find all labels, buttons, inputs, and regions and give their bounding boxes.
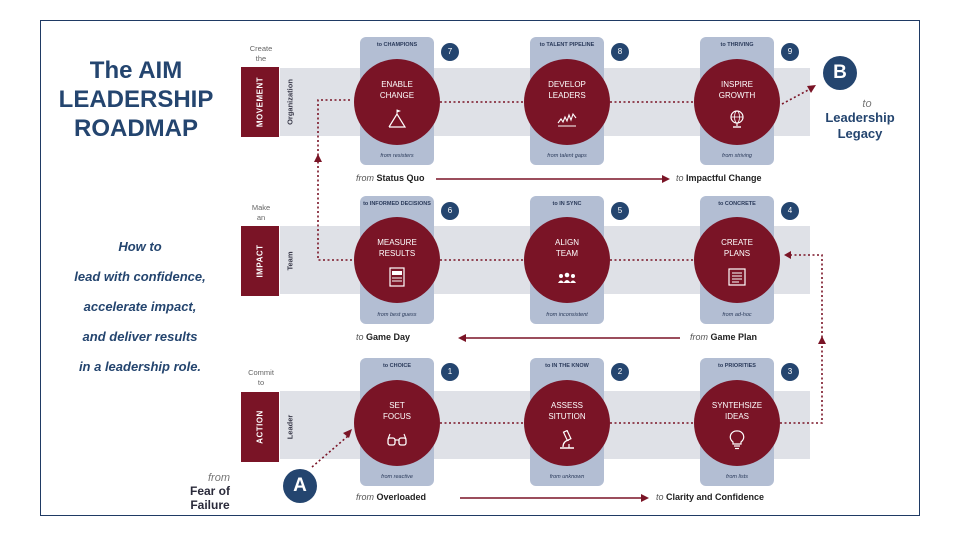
step-number-9: 9 <box>781 43 799 61</box>
glasses-icon <box>387 433 407 446</box>
mountain-icon <box>388 109 407 128</box>
report-icon <box>389 267 405 287</box>
page-title: The AIM LEADERSHIP ROADMAP <box>58 57 214 142</box>
bulb-icon <box>729 430 745 450</box>
step-number-8: 8 <box>611 43 629 61</box>
end-label: to Leadership Legacy <box>825 98 895 141</box>
step-number-2: 2 <box>611 363 629 381</box>
start-badge-a: A <box>283 469 317 503</box>
row-label-impact: IMPACT <box>241 226 279 296</box>
tagline: How to lead with confidence, accelerate … <box>74 239 206 374</box>
team-icon <box>558 272 576 283</box>
globe-icon <box>730 110 744 128</box>
growth-icon <box>557 112 577 127</box>
step-number-5: 5 <box>611 202 629 220</box>
plan-icon <box>728 268 746 286</box>
movement-to-label: to Impactful Change <box>676 173 762 183</box>
step-number-7: 7 <box>441 43 459 61</box>
end-badge-b: B <box>823 56 857 90</box>
step-number-1: 1 <box>441 363 459 381</box>
impact-from-label: from Game Plan <box>690 332 758 342</box>
step-number-6: 6 <box>441 202 459 220</box>
action-from-label: from Overloaded <box>356 492 427 502</box>
impact-to-label: to Game Day <box>356 332 411 342</box>
row-label-action: ACTION <box>241 392 279 462</box>
step-number-4: 4 <box>781 202 799 220</box>
row-label-movement: MOVEMENT <box>241 67 279 137</box>
step-number-3: 3 <box>781 363 799 381</box>
action-to-label: to Clarity and Confidence <box>656 492 765 502</box>
microscope-icon <box>560 430 574 449</box>
start-label: from Fear of Failure <box>189 472 230 512</box>
movement-from-label: from Status Quo <box>356 173 425 183</box>
